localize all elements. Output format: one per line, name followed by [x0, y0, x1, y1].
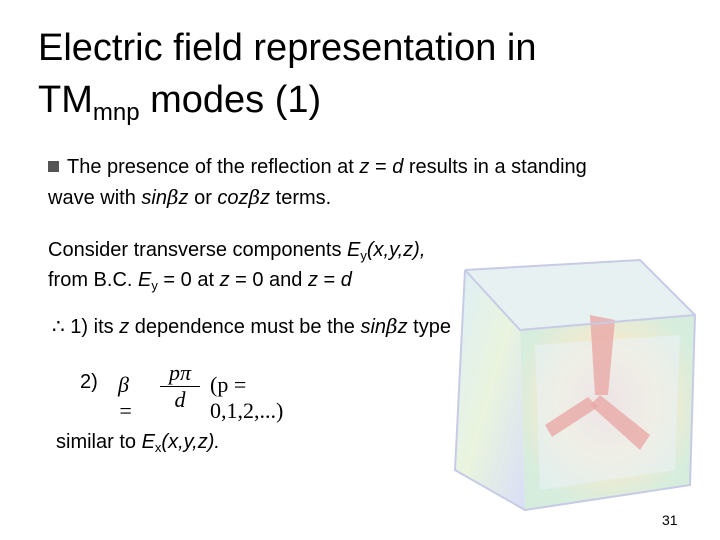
consider-line: Consider transverse components Ey(x,y,z)… — [48, 235, 425, 271]
text: z — [260, 187, 271, 209]
formula-range: (p = 0,1,2,...) — [210, 372, 284, 423]
text: or — [188, 187, 218, 209]
formula-lhs: β = — [118, 372, 133, 423]
beta-symbol: β — [248, 185, 261, 209]
slide-title: Electric field representation in TMmnp m… — [38, 22, 536, 139]
text: d — [340, 269, 352, 291]
text: z — [397, 316, 408, 338]
text: wave with — [48, 187, 142, 209]
text: z — [307, 269, 318, 291]
bullet-line-1: The presence of the reflection at z = d … — [48, 152, 587, 182]
fraction-denominator: d — [174, 387, 186, 412]
fraction-bar — [160, 386, 200, 387]
text: (x,y,z), — [366, 239, 426, 261]
text: similar to — [56, 431, 142, 453]
text: terms. — [270, 187, 332, 209]
text: z — [219, 269, 230, 291]
text: = — [369, 156, 393, 178]
text: E — [141, 431, 155, 453]
title-line-2: TMmnp modes (1) — [38, 74, 536, 139]
text: z — [178, 187, 189, 209]
text: = 0 and — [229, 269, 308, 291]
subscript: y — [151, 278, 158, 293]
text: The presence of the reflection at — [67, 156, 360, 178]
title-tm: TM — [38, 79, 93, 121]
text: E — [347, 239, 361, 261]
text: from B.C. — [48, 269, 139, 291]
text: z — [359, 156, 370, 178]
beta-symbol: β — [166, 185, 179, 209]
text: Consider transverse components — [48, 239, 348, 261]
text: = 0 at — [157, 269, 220, 291]
title-line-1: Electric field representation in — [38, 27, 537, 69]
boundary-condition-line: from B.C. Ey = 0 at z = 0 and z = d — [48, 265, 352, 301]
similar-line: similar to Ex(x,y,z). — [56, 427, 220, 463]
text: coz — [217, 187, 249, 209]
text: z — [119, 316, 130, 338]
text: results in a standing — [403, 156, 587, 178]
therefore-symbol: ∴ — [52, 314, 65, 338]
beta-symbol: β — [386, 314, 398, 338]
square-bullet-icon — [48, 161, 59, 172]
text: = — [317, 269, 341, 291]
subscript: y — [360, 248, 367, 263]
text: type — [407, 316, 451, 338]
text: sin — [360, 316, 387, 338]
title-subscript: mnp — [92, 99, 140, 126]
bullet-line-2: wave with sinβz or cozβz terms. — [48, 182, 331, 213]
formula-fraction: pπ d — [156, 360, 204, 413]
text: (x,y,z). — [161, 431, 220, 453]
title-modes: modes (1) — [139, 79, 322, 121]
item-2-label: 2) — [80, 371, 98, 393]
text: 1) its — [64, 316, 120, 338]
fraction-numerator: pπ — [168, 360, 192, 385]
item-1-line: ∴ 1) its z dependence must be the sinβz … — [52, 311, 451, 342]
text: E — [138, 269, 152, 291]
text: d — [392, 156, 404, 178]
subscript: x — [154, 440, 162, 455]
electric-field-cube-image — [453, 258, 697, 512]
text: sin — [141, 187, 167, 209]
text: dependence must be the — [129, 316, 361, 338]
page-number: 31 — [662, 512, 678, 528]
